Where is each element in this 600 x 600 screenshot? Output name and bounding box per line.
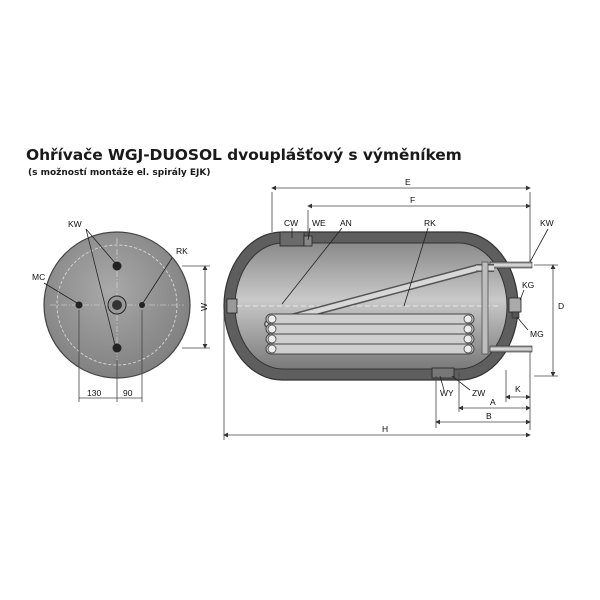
left-flange: [226, 298, 238, 314]
we-port: [303, 235, 313, 247]
kw-pipe-bottom: [489, 345, 533, 353]
w-label: W: [199, 303, 209, 311]
page-subtitle: (s možností montáže el. spirály EJK): [28, 168, 211, 178]
kw-label-front: KW: [68, 219, 82, 229]
an-label: AN: [340, 218, 352, 228]
mc-label: MC: [32, 272, 45, 282]
kw-port-top: [112, 261, 122, 271]
an-leader: [281, 227, 343, 305]
rk-leader-side: [403, 227, 429, 307]
we-label: WE: [312, 218, 326, 228]
mg-leader: [516, 316, 529, 331]
mc-leader: [43, 282, 78, 304]
e-label: E: [405, 177, 411, 187]
rk-label-side: RK: [424, 218, 436, 228]
rk-leader-front: [142, 257, 173, 304]
front-view: KW RK MC W 130 90: [32, 219, 210, 402]
kg-leader: [519, 289, 525, 301]
zw-leader: [451, 375, 471, 391]
rk-label-front: RK: [176, 246, 188, 256]
page-title: Ohřívače WGJ-DUOSOL dvouplášťový s výměn…: [26, 146, 462, 164]
kw-pipe-top: [489, 261, 533, 269]
kg-fitting: [508, 297, 522, 313]
heat-exchanger-coils: [265, 313, 475, 355]
we-leader: [307, 227, 311, 241]
d-label: D: [558, 301, 564, 311]
h-label: H: [382, 424, 388, 434]
wy-leader: [439, 375, 445, 391]
cw-label: CW: [284, 218, 298, 228]
a-label: A: [490, 397, 496, 407]
kw-leader-1: [85, 228, 117, 265]
internal-vertical-pipe: [481, 261, 489, 355]
wy-zw-port: [431, 367, 455, 379]
kw-leader-side: [529, 228, 549, 263]
mc-port: [75, 301, 83, 309]
rk-port: [139, 302, 145, 308]
mg-fitting: [511, 311, 520, 319]
dim-130: 130: [87, 388, 101, 398]
f-label: F: [410, 195, 415, 205]
zw-label: ZW: [472, 388, 485, 398]
b-label: B: [486, 411, 492, 421]
dim-90: 90: [123, 388, 133, 398]
kw-label-side: KW: [540, 218, 554, 228]
kw-leader-2: [85, 228, 116, 346]
center-port: [112, 300, 122, 310]
mg-label: MG: [530, 329, 544, 339]
side-view: CW WE AN RK KW KG MG WY ZW E F D: [223, 177, 564, 440]
wy-label: WY: [440, 388, 454, 398]
kw-port-bottom: [112, 343, 122, 353]
k-label: K: [515, 384, 521, 394]
kg-label: KG: [522, 280, 534, 290]
